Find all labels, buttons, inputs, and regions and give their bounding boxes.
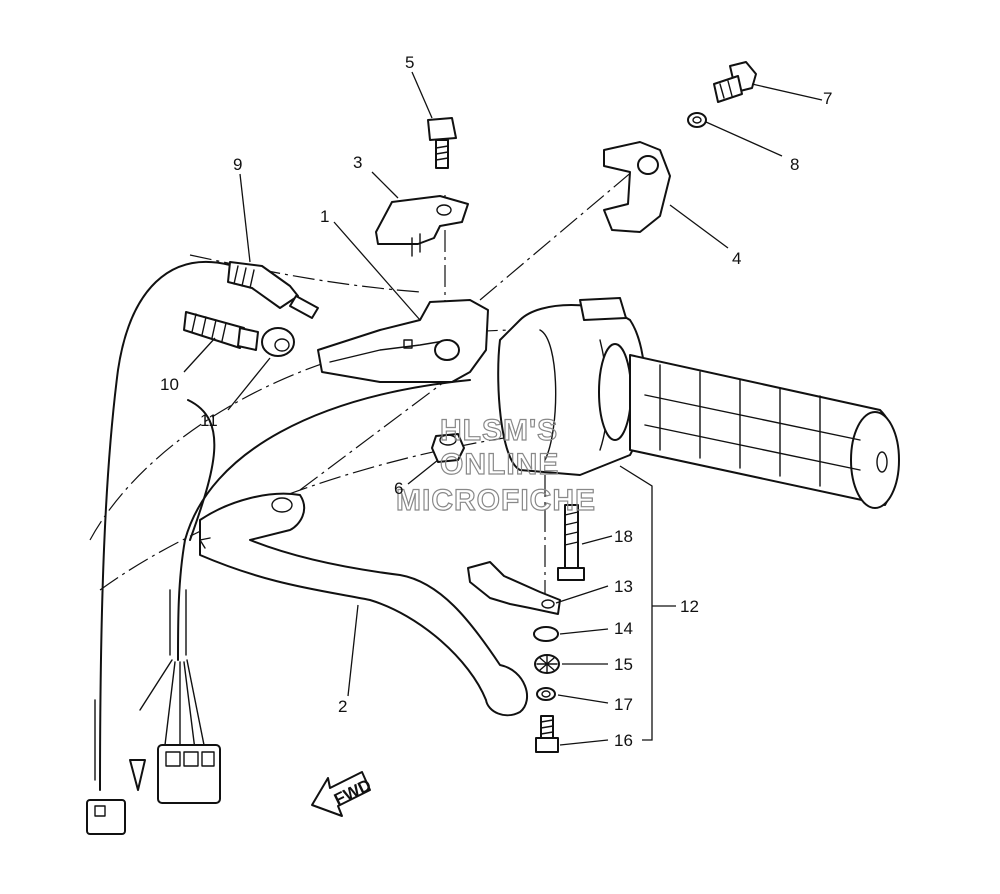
handlebar-grip — [629, 354, 900, 509]
handlebar-outline — [89, 164, 641, 600]
callout-4: 4 — [732, 249, 741, 268]
callouts: 1 2 3 4 5 6 7 8 9 10 11 12 13 14 15 16 1… — [160, 53, 832, 750]
washer-14 — [533, 626, 559, 642]
handlebar-switch-12 — [497, 297, 646, 476]
callout-17: 17 — [614, 695, 633, 714]
callout-14: 14 — [614, 619, 633, 638]
adjuster-bolt-10 — [183, 311, 259, 351]
clamp-4 — [603, 141, 671, 233]
switch-wire-harness — [129, 379, 471, 804]
bolt-5 — [427, 117, 457, 169]
callout-8: 8 — [790, 155, 799, 174]
watermark-line-1: HLSM'S — [440, 414, 558, 447]
callout-7: 7 — [823, 89, 832, 108]
clutch-lever-2 — [199, 492, 529, 717]
callout-13: 13 — [614, 577, 633, 596]
screw-16 — [535, 715, 559, 753]
watermark: HLSM'S ONLINE MICROFICHE — [395, 413, 596, 517]
callout-11: 11 — [200, 411, 218, 430]
callout-5: 5 — [405, 53, 414, 72]
callout-1: 1 — [320, 207, 329, 226]
washer-17 — [536, 687, 556, 701]
callout-15: 15 — [614, 655, 633, 674]
lever-holder-1 — [317, 299, 489, 383]
bracket-3 — [375, 195, 469, 257]
cable-adjuster-9 — [227, 261, 319, 319]
callout-18: 18 — [614, 527, 633, 546]
screw-18 — [557, 504, 585, 581]
forward-arrow-icon: FWD — [311, 771, 374, 817]
leader-lines — [183, 71, 823, 746]
callout-12: 12 — [680, 597, 699, 616]
callout-3: 3 — [353, 153, 362, 172]
callout-2: 2 — [338, 697, 347, 716]
callout-6: 6 — [394, 479, 403, 498]
callout-16: 16 — [614, 731, 633, 750]
lock-washer-15 — [534, 654, 560, 674]
switch-bracket-13 — [467, 561, 561, 615]
callout-10: 10 — [160, 375, 179, 394]
callout-9: 9 — [233, 155, 242, 174]
throttle-cable — [86, 260, 231, 835]
washer-8 — [687, 112, 707, 128]
lock-nut-11 — [261, 327, 295, 357]
watermark-line-3: MICROFICHE — [396, 484, 596, 517]
nut-6 — [431, 433, 465, 463]
screw-7 — [713, 61, 757, 103]
watermark-line-2: ONLINE — [440, 448, 559, 481]
